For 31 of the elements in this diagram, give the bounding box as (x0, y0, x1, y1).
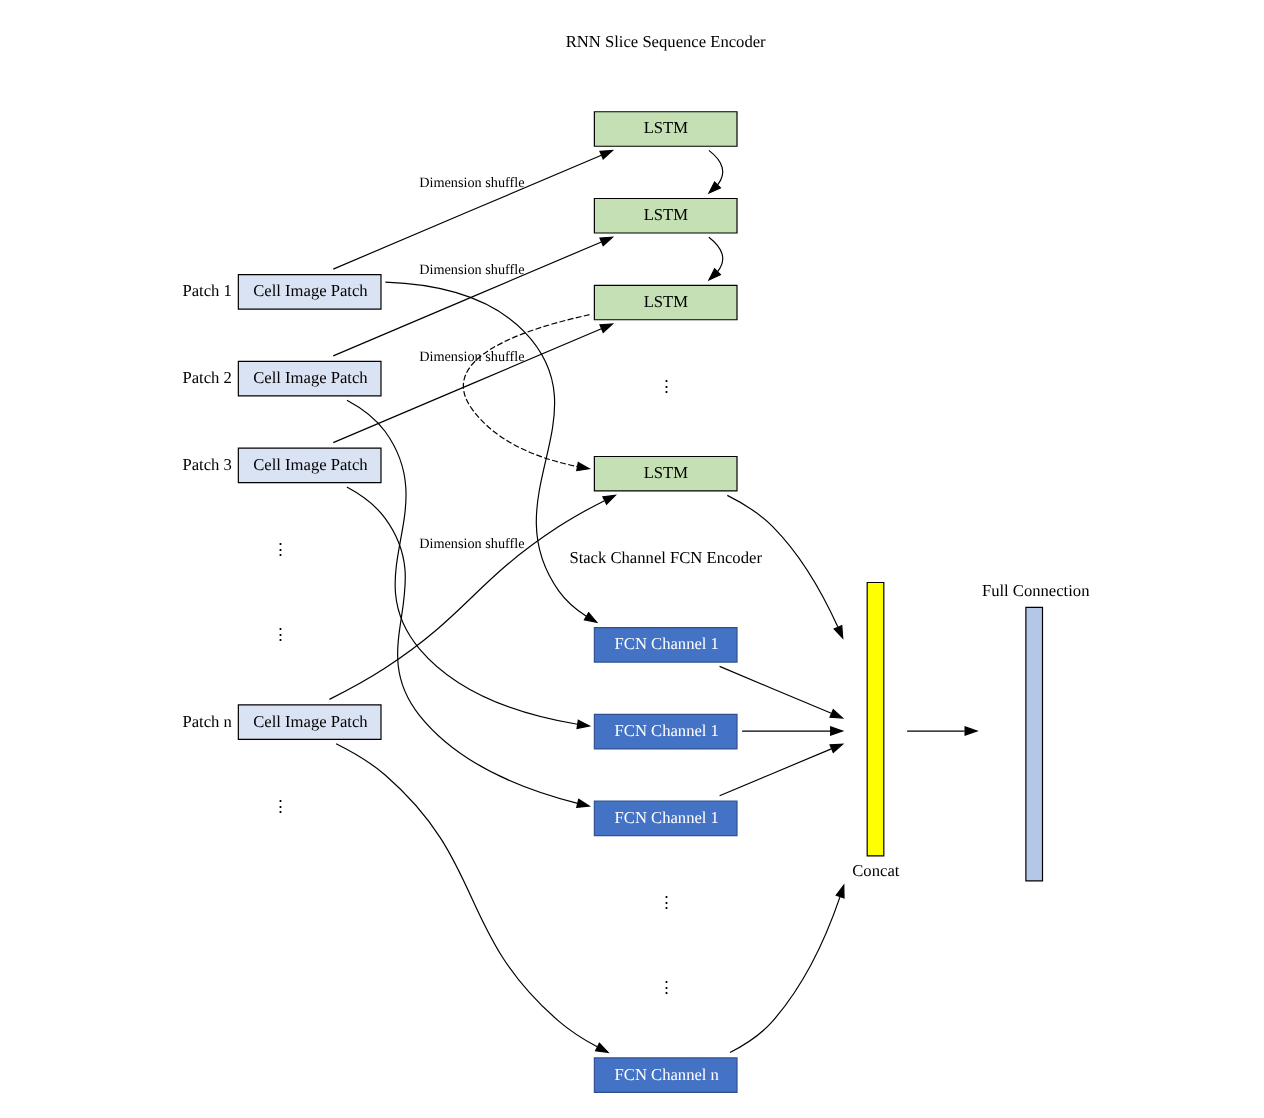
label: ⋮ (656, 979, 673, 998)
arrow (331, 149, 614, 270)
arrow (706, 149, 723, 195)
label: ⋮ (656, 377, 673, 396)
arrow (718, 743, 844, 797)
label: ⋮ (270, 797, 287, 816)
node-label: Concat (851, 862, 899, 881)
node-label: Patch n (181, 712, 231, 731)
arrow (725, 494, 843, 640)
label: ⋮ (270, 540, 287, 559)
node-label: Patch 2 (181, 369, 231, 388)
arrow (740, 726, 844, 737)
node-label: Full Connection (980, 581, 1089, 600)
arrow (327, 494, 616, 700)
arrow (334, 743, 609, 1054)
arrow (345, 399, 591, 730)
arrow (461, 314, 590, 472)
label: ⋮ (656, 893, 673, 912)
node-label: Patch 3 (181, 455, 231, 474)
arrow (331, 323, 614, 444)
arrow (345, 486, 590, 809)
label: RNN Slice Sequence Encoder (564, 33, 765, 52)
arrow (383, 281, 598, 624)
arrow (331, 236, 614, 357)
arrow (728, 883, 844, 1054)
node-label: Patch 1 (181, 282, 231, 301)
label: ⋮ (270, 626, 287, 645)
arrow (706, 236, 723, 282)
arrow (718, 665, 844, 719)
arrow (905, 726, 978, 737)
label: Stack Channel FCN Encoder (568, 549, 761, 568)
